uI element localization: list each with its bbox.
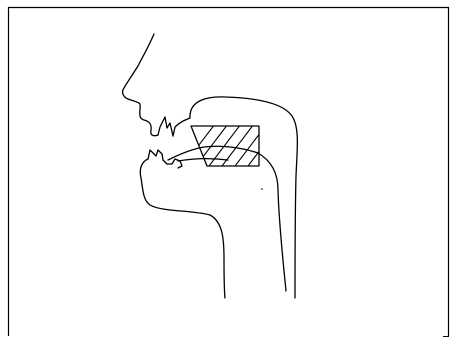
face-profile <box>123 34 158 136</box>
lower-teeth <box>148 150 182 168</box>
stray-dot <box>261 188 263 190</box>
tongue-lower-line <box>178 159 228 161</box>
palate <box>190 97 297 298</box>
pharynx <box>258 153 286 291</box>
upper-teeth <box>158 117 173 136</box>
lower-lip-chin <box>140 159 225 298</box>
upper-gum <box>173 118 190 136</box>
figure-border <box>9 8 449 337</box>
constriction-hatching <box>180 120 283 170</box>
